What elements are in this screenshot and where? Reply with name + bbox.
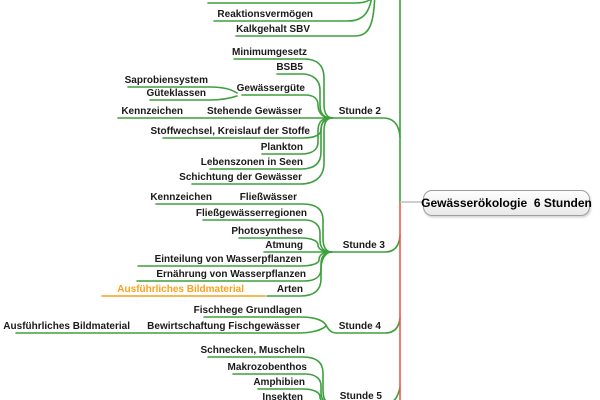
root-node[interactable]: Gewässerökologie 6 Stunden: [421, 190, 592, 216]
node-bodenbeschaffenheit[interactable]: Bodenbeschaffenheit: [201, 0, 303, 3]
node-reaktionsvermoegen[interactable]: Reaktionsvermögen: [217, 9, 313, 20]
node-gewaesserguete[interactable]: Gewässergüte: [236, 83, 305, 94]
node-gueteklassen[interactable]: Güteklassen: [146, 88, 206, 99]
node-makrozobenthos[interactable]: Makrozobenthos: [227, 362, 307, 373]
node-arten[interactable]: Arten: [276, 284, 303, 295]
node-schnecken-muscheln[interactable]: Schnecken, Muscheln: [200, 345, 305, 356]
node-amphibien[interactable]: Amphibien: [253, 377, 305, 388]
node-schichtung[interactable]: Schichtung der Gewässer: [179, 172, 302, 183]
node-bewirtschaftung-fischgewaesser[interactable]: Bewirtschaftung Fischgewässer: [147, 321, 300, 332]
node-plankton[interactable]: Plankton: [260, 142, 303, 153]
node-fliessgewaesserregionen[interactable]: Fließgewässerregionen: [195, 208, 307, 219]
node-fischhege-grundlagen[interactable]: Fischhege Grundlagen: [193, 305, 302, 316]
node-photosynthese[interactable]: Photosynthese: [231, 226, 303, 237]
node-stoffwechsel[interactable]: Stoffwechsel, Kreislauf der Stoffe: [150, 126, 310, 137]
node-insekten[interactable]: Insekten: [262, 392, 303, 400]
node-kalkgehalt-sbv[interactable]: Kalkgehalt SBV: [236, 24, 310, 35]
node-kennzeichen-fliess[interactable]: Kennzeichen: [150, 192, 212, 203]
node-ausfuehrliches-bildmaterial-fisch[interactable]: Ausführliches Bildmaterial: [3, 321, 130, 332]
node-einteilung-wasserpflanzen[interactable]: Einteilung von Wasserpflanzen: [154, 254, 302, 265]
node-saprobiensystem[interactable]: Saprobiensystem: [124, 75, 208, 86]
node-stunde-5[interactable]: Stunde 5: [339, 391, 382, 400]
node-atmung[interactable]: Atmung: [265, 240, 303, 251]
node-ausfuehrliches-bildmaterial-arten[interactable]: Ausführliches Bildmaterial: [117, 284, 244, 295]
node-lebenszonen[interactable]: Lebenszonen in Seen: [200, 157, 303, 168]
node-stunde-4[interactable]: Stunde 4: [338, 321, 381, 332]
node-bsb5[interactable]: BSB5: [276, 62, 303, 73]
node-stunde-3[interactable]: Stunde 3: [342, 240, 385, 251]
node-fliesswaesser[interactable]: Fließwässer: [239, 192, 297, 203]
node-stunde-2[interactable]: Stunde 2: [338, 106, 381, 117]
node-kennzeichen-stehende[interactable]: Kennzeichen: [121, 106, 183, 117]
node-ernaehrung-wasserpflanzen[interactable]: Ernährung von Wasserpflanzen: [156, 269, 306, 280]
node-stehende-gewaesser[interactable]: Stehende Gewässer: [206, 106, 302, 117]
node-minimumgesetz[interactable]: Minimumgesetz: [231, 47, 307, 58]
